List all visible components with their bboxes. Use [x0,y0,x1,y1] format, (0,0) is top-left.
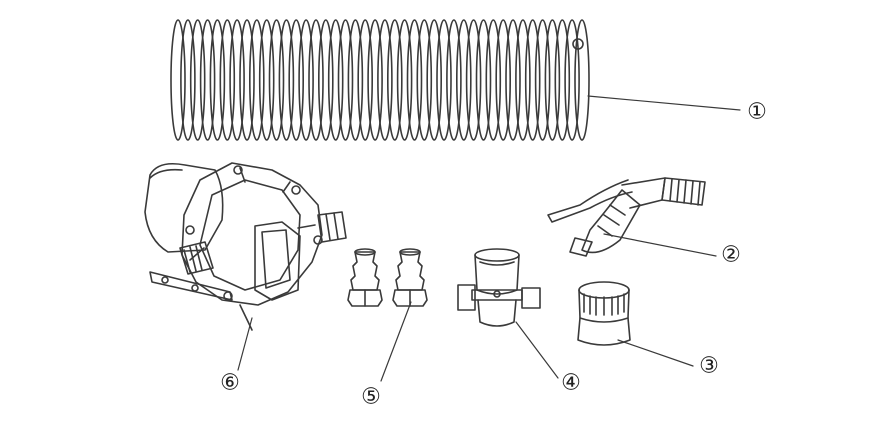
svg-text:②: ② [721,243,741,268]
hose-coil [416,19,433,141]
hose-coil [357,19,374,141]
hose-coil [258,19,275,141]
hose-coil [278,19,295,141]
hose-coil [455,19,472,141]
hose-coil [298,19,314,141]
hose-coil [209,19,226,141]
hose-coil [288,19,305,141]
hose-coil [308,19,324,141]
hose-coil [327,19,344,141]
callout-4: ④ [561,371,581,396]
hose-coil [406,19,423,141]
hose-coil [170,19,186,141]
hose-coil [574,19,590,141]
hose-coil [180,19,196,141]
hose-coil [347,19,364,141]
hose-coil [436,19,452,141]
coiled-hose [170,19,590,141]
hose-barb-fittings [347,248,428,307]
svg-text:⑤: ⑤ [361,385,381,410]
hose-coil [377,19,393,141]
hose-coil [524,19,541,141]
callout-1: ① [747,100,767,125]
hose-coil [386,19,403,141]
hose-coil [544,19,561,141]
hose-coil [475,19,492,141]
hose-coil [426,19,443,141]
hose-coil [515,19,531,141]
hose-coil [564,19,580,141]
hose-end [572,38,584,50]
callout-2: ② [721,243,741,268]
callout-5: ⑤ [361,385,381,410]
callout-6: ⑥ [220,371,240,396]
hose-coil [396,19,413,141]
hose-coil [317,19,334,141]
hose-coil [239,19,255,141]
hose-coil [219,19,236,141]
hose-coil [495,19,512,141]
callout-3: ③ [699,354,719,379]
hose-coil [199,19,216,141]
hose-coil [534,19,551,141]
spray-gun [547,177,706,257]
hose-coil [485,19,502,141]
diaphragm-pump [144,162,347,331]
hose-coil [505,19,521,141]
strainer-filter [457,248,541,327]
svg-text:③: ③ [699,354,719,379]
hose-coil [446,19,462,141]
leader-lines [237,95,741,382]
svg-text:①: ① [747,100,767,125]
svg-text:⑥: ⑥ [220,371,240,396]
hose-coil [465,19,482,141]
hose-coil [189,19,206,141]
hose-coil [554,19,571,141]
quick-connector [577,281,631,346]
hose-coil [248,19,265,141]
hose-coil [268,19,285,141]
hose-coil [367,19,383,141]
hose-coil [229,19,245,141]
svg-text:④: ④ [561,371,581,396]
hose-coil [337,19,354,141]
